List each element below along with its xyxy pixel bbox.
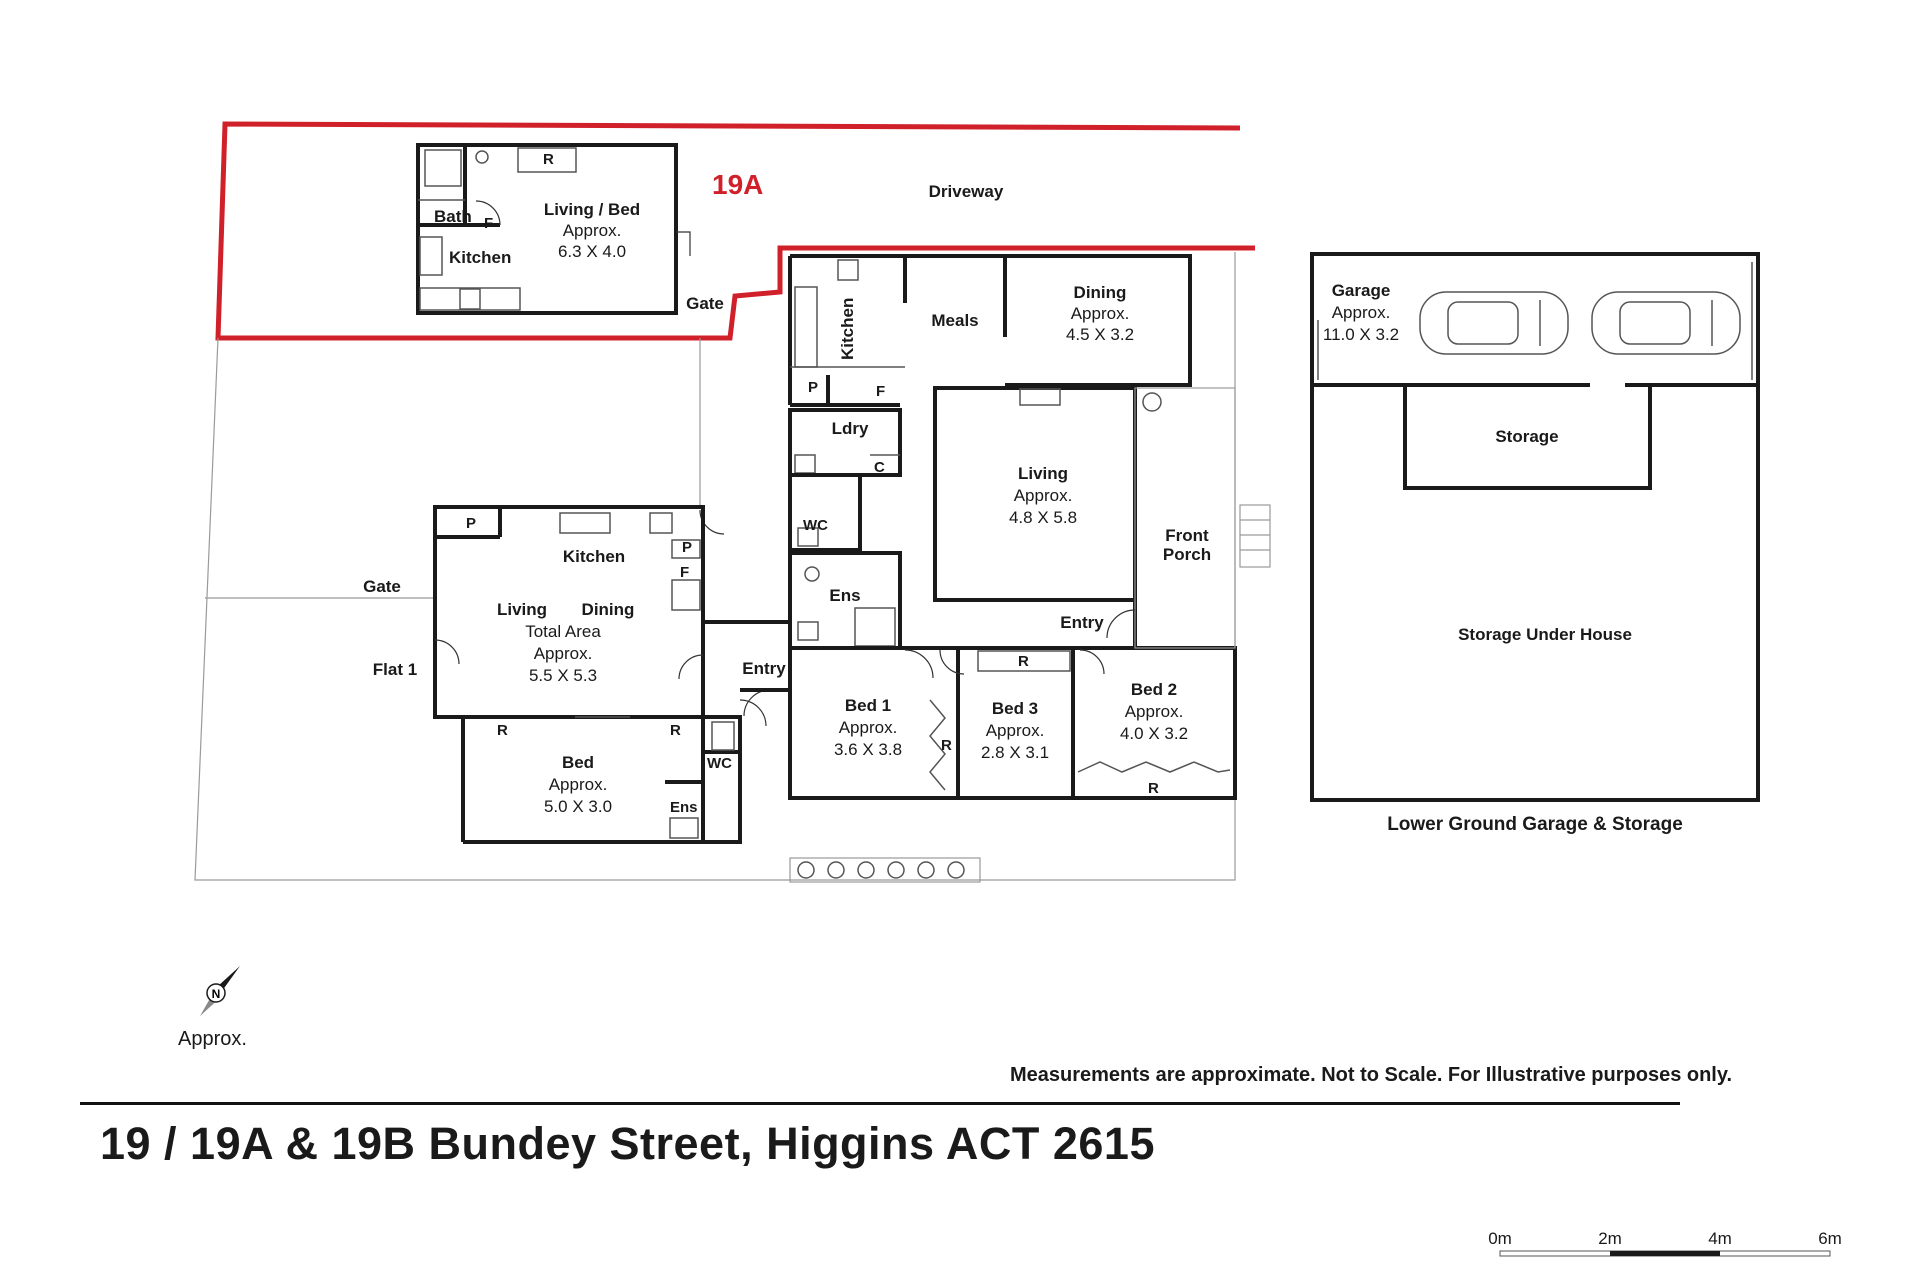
bed2-label: Bed 2 <box>1131 680 1177 699</box>
flat1-label: Flat 1 <box>373 660 417 679</box>
gate-left-label: Gate <box>363 577 401 596</box>
footer-divider <box>80 1102 1680 1105</box>
site-outline <box>194 252 1236 881</box>
main-dining-approx: Approx. <box>1071 304 1130 323</box>
garage-label: Garage <box>1332 281 1391 300</box>
flat1-bed-label: Bed <box>562 753 594 772</box>
flat1-fridge-label: F <box>680 564 689 581</box>
main-living-dims: 4.8 X 5.8 <box>1009 508 1077 527</box>
compass-icon: N <box>200 966 240 1016</box>
studio-living-bed-label: Living / Bed <box>544 200 640 219</box>
main-kitchen-label: Kitchen <box>838 298 857 360</box>
flat1-robe2-label: R <box>670 722 681 739</box>
scale-tick-2: 4m <box>1708 1229 1732 1248</box>
studio-f-label: F <box>484 215 493 232</box>
scale-tick-1: 2m <box>1598 1229 1622 1248</box>
entry-side-label: Entry <box>742 659 786 678</box>
lower-ground-caption: Lower Ground Garage & Storage <box>1387 814 1683 835</box>
studio-19a <box>416 143 691 315</box>
flat1-bed-dims: 5.0 X 3.0 <box>544 797 612 816</box>
storage-under-house-label: Storage Under House <box>1458 625 1632 644</box>
main-living-approx: Approx. <box>1014 486 1073 505</box>
bed1-dims: 3.6 X 3.8 <box>834 740 902 759</box>
main-house <box>699 254 1271 800</box>
main-fridge-label: F <box>876 383 885 400</box>
storage-label: Storage <box>1495 427 1558 446</box>
gate-top-label: Gate <box>686 294 724 313</box>
bed3-approx: Approx. <box>986 721 1045 740</box>
studio-approx-label: Approx. <box>563 221 622 240</box>
front-porch-label-1: Front <box>1165 526 1209 545</box>
car-icon <box>1591 291 1741 355</box>
main-cupboard-label: C <box>874 459 885 476</box>
bed1-label: Bed 1 <box>845 696 891 715</box>
flat1-ens-label: Ens <box>670 799 698 816</box>
compass-label: Approx. <box>178 1028 247 1050</box>
front-porch-label-2: Porch <box>1163 545 1211 564</box>
bed2-robe-label: R <box>1148 780 1159 797</box>
lower-ground <box>1310 252 1760 802</box>
flat1-kitchen-label: Kitchen <box>563 547 625 566</box>
bed2-dims: 4.0 X 3.2 <box>1120 724 1188 743</box>
flat1-approx-label: Approx. <box>534 644 593 663</box>
flat1-total-area-label: Total Area <box>525 622 601 641</box>
scale-tick-0: 0m <box>1488 1229 1512 1248</box>
studio-bath-label: Bath <box>434 207 472 226</box>
garage-dims: 11.0 X 3.2 <box>1323 325 1399 344</box>
flat1-pantry2-label: P <box>682 539 692 556</box>
bed3-label: Bed 3 <box>992 699 1038 718</box>
flat1-dims-label: 5.5 X 5.3 <box>529 666 597 685</box>
flat1-wc-label: WC <box>707 755 732 772</box>
garage-approx: Approx. <box>1332 303 1391 322</box>
main-ldry-label: Ldry <box>832 419 869 438</box>
studio-dims-label: 6.3 X 4.0 <box>558 242 626 261</box>
scale-tick-3: 6m <box>1818 1229 1842 1248</box>
lot-boundary-19a <box>215 121 1255 341</box>
entry-main-label: Entry <box>1060 613 1104 632</box>
flat1-robe1-label: R <box>497 722 508 739</box>
garden-shrubs <box>789 392 1162 883</box>
scale-bar: 0m 2m 4m 6m <box>1488 1229 1842 1257</box>
property-address: 19 / 19A & 19B Bundey Street, Higgins AC… <box>100 1118 1155 1169</box>
svg-text:N: N <box>212 987 221 1001</box>
studio-kitchen-label: Kitchen <box>449 248 511 267</box>
flat1-living-label: Living <box>497 600 547 619</box>
driveway-label: Driveway <box>929 182 1004 201</box>
flat1-bed-approx: Approx. <box>549 775 608 794</box>
main-dining-dims: 4.5 X 3.2 <box>1066 325 1134 344</box>
bed1-approx: Approx. <box>839 718 898 737</box>
main-meals-label: Meals <box>931 311 978 330</box>
main-living-label: Living <box>1018 464 1068 483</box>
flat-1 <box>433 505 790 844</box>
flat1-pantry-label: P <box>466 515 476 532</box>
main-dining-label: Dining <box>1074 283 1127 302</box>
studio-r-label: R <box>543 151 554 168</box>
disclaimer-text: Measurements are approximate. Not to Sca… <box>1010 1064 1733 1086</box>
main-ens-label: Ens <box>829 586 860 605</box>
bed3-robe-label: R <box>1018 653 1029 670</box>
bed2-approx: Approx. <box>1125 702 1184 721</box>
main-pantry-label: P <box>808 379 818 396</box>
lot-label-19a: 19A <box>712 169 763 200</box>
bed1-robe-label: R <box>941 737 952 754</box>
flat1-dining-label: Dining <box>582 600 635 619</box>
bed3-dims: 2.8 X 3.1 <box>981 743 1049 762</box>
car-icon <box>1419 291 1569 355</box>
main-wc-label: WC <box>803 517 828 534</box>
